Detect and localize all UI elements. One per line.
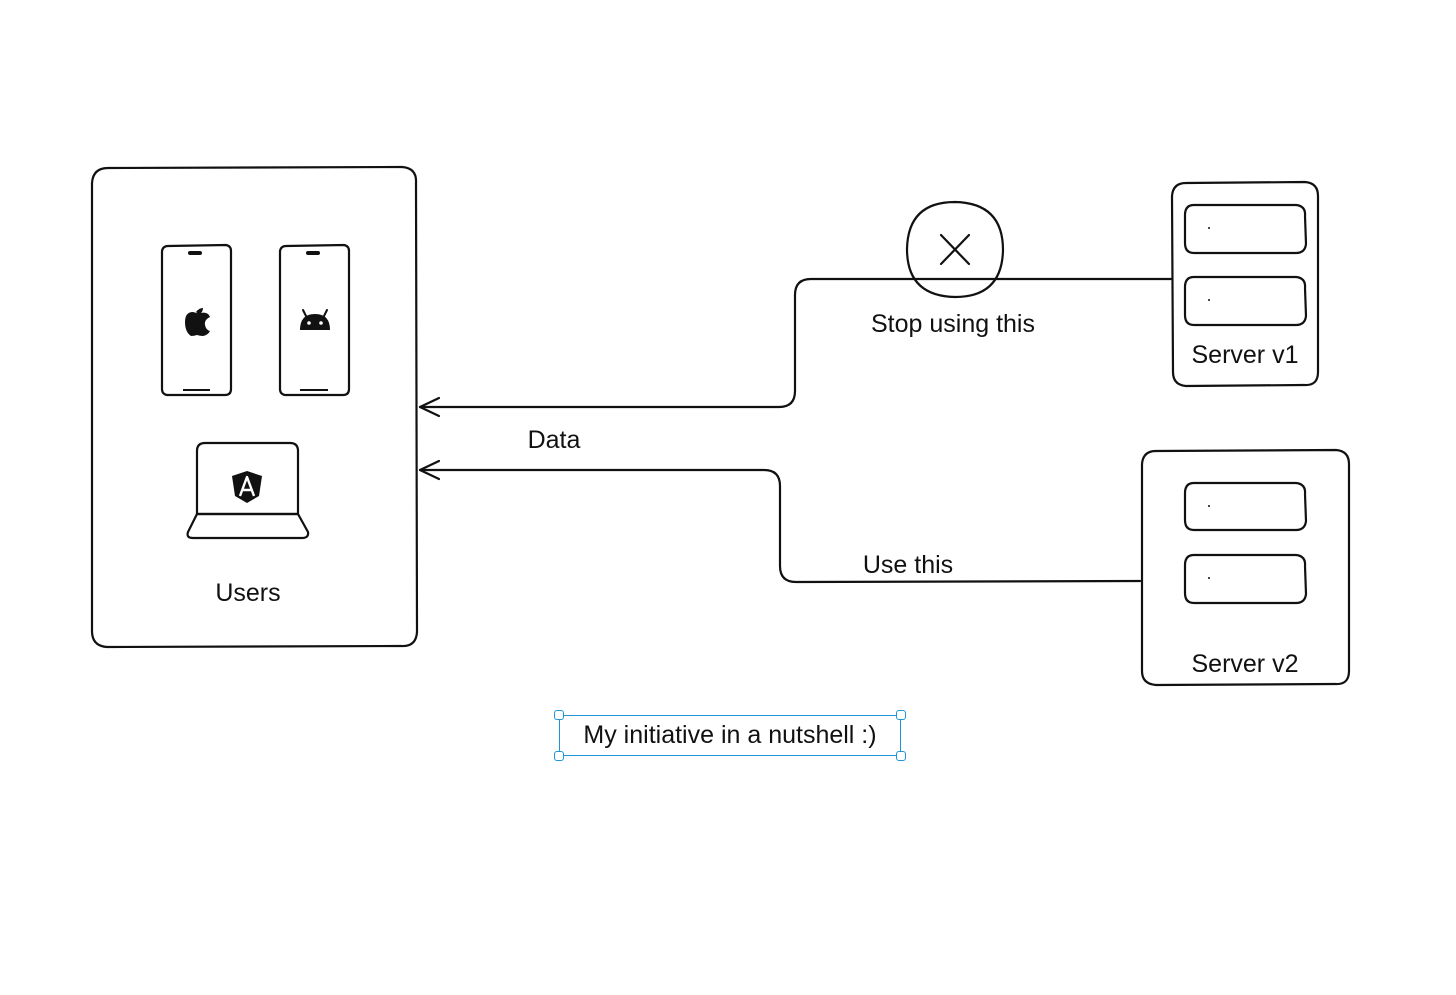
android-icon bbox=[300, 309, 330, 330]
x-icon bbox=[939, 233, 971, 266]
edge-server-v2-to-users[interactable] bbox=[418, 459, 1142, 584]
android-device bbox=[278, 243, 351, 397]
stop-marker[interactable] bbox=[905, 200, 1005, 299]
stop-label: Stop using this bbox=[871, 310, 1035, 338]
resize-handle-top-left[interactable] bbox=[554, 710, 564, 720]
server-v2-node[interactable]: Server v2 bbox=[1140, 448, 1351, 687]
server-v1-label: Server v1 bbox=[1192, 341, 1299, 369]
laptop-device bbox=[186, 441, 310, 540]
data-label: Data bbox=[528, 426, 581, 454]
resize-handle-bottom-right[interactable] bbox=[896, 751, 906, 761]
server-v2-label: Server v2 bbox=[1192, 650, 1299, 678]
apple-icon bbox=[185, 308, 210, 336]
resize-handle-bottom-left[interactable] bbox=[554, 751, 564, 761]
edge-server-v1-to-users[interactable] bbox=[418, 277, 1173, 418]
selection-box[interactable] bbox=[559, 715, 901, 756]
angular-icon bbox=[232, 471, 262, 503]
iphone-device bbox=[160, 243, 233, 397]
server-v1-node[interactable]: Server v1 bbox=[1170, 180, 1320, 388]
caption-text[interactable]: My initiative in a nutshell :) bbox=[583, 721, 877, 749]
use-label: Use this bbox=[863, 551, 953, 579]
resize-handle-top-right[interactable] bbox=[896, 710, 906, 720]
users-node[interactable]: Users bbox=[90, 165, 419, 649]
users-label: Users bbox=[215, 579, 280, 607]
